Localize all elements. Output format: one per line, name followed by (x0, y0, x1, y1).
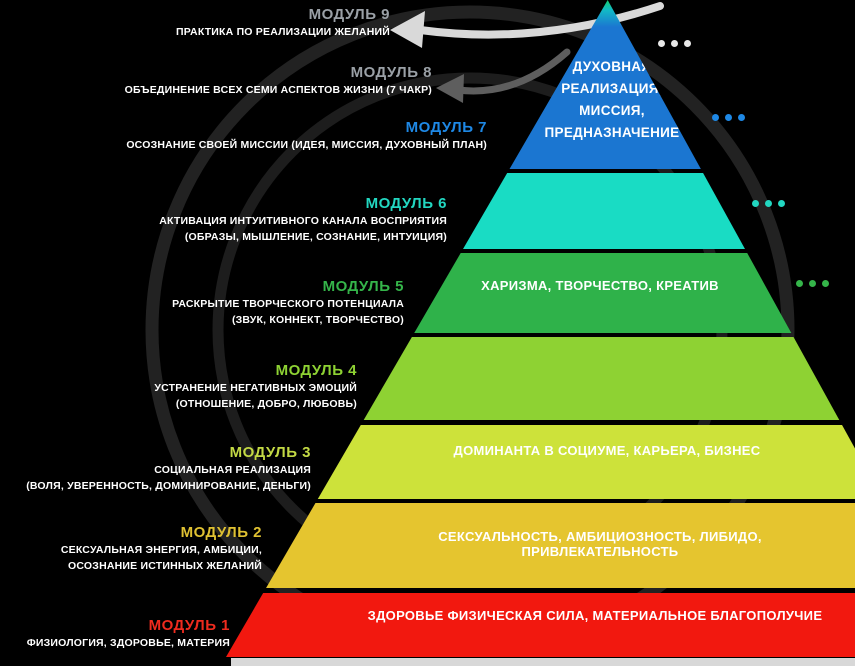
dot-icon (658, 40, 665, 47)
dot-icon (796, 280, 803, 287)
dot-icon (684, 40, 691, 47)
dot-icon (725, 114, 732, 121)
ellipsis-dots-blue (712, 114, 745, 121)
module-6-desc: АКТИВАЦИЯ ИНТУИТИВНОГО КАНАЛА ВОСПРИЯТИЯ… (159, 215, 447, 243)
dot-icon (752, 200, 759, 207)
module-3-title: МОДУЛЬ 3 (229, 444, 311, 461)
dot-icon (671, 40, 678, 47)
module-1-desc: ФИЗИОЛОГИЯ, ЗДОРОВЬЕ, МАТЕРИЯ (26, 637, 230, 649)
white-arrow-head-icon (390, 11, 425, 48)
ellipsis-dots-green (796, 280, 829, 287)
gray-arrow-head-icon (436, 74, 464, 103)
module-3-desc: СОЦИАЛЬНАЯ РЕАЛИЗАЦИЯ (ВОЛЯ, УВЕРЕННОСТЬ… (26, 464, 311, 492)
white-curved-arrow-tail (416, 2, 664, 39)
module-6-title: МОДУЛЬ 6 (365, 195, 447, 212)
dot-icon (765, 200, 772, 207)
module-4-title: МОДУЛЬ 4 (275, 362, 357, 379)
module-2-desc: СЕКСУАЛЬНАЯ ЭНЕРГИЯ, АМБИЦИИ, ОСОЗНАНИЕ … (60, 544, 262, 572)
module-4-desc: УСТРАНЕНИЕ НЕГАТИВНЫХ ЭМОЦИЙ (ОТНОШЕНИЕ,… (154, 382, 357, 410)
pyramid-band-7 (226, 593, 855, 657)
module-9-title: МОДУЛЬ 9 (308, 6, 390, 23)
module-7: МОДУЛЬ 7 ОСОЗНАНИЕ СВОЕЙ МИССИИ (ИДЕЯ, М… (126, 119, 487, 154)
module-9-desc: ПРАКТИКА ПО РЕАЛИЗАЦИИ ЖЕЛАНИЙ (176, 26, 390, 38)
module-8-title: МОДУЛЬ 8 (350, 64, 432, 81)
module-2: МОДУЛЬ 2 СЕКСУАЛЬНАЯ ЭНЕРГИЯ, АМБИЦИИ, О… (61, 524, 262, 575)
pyramid-band-1-label: ДУХОВНАЯ РЕАЛИЗАЦИЯ, МИССИЯ, ПРЕДНАЗНАЧЕ… (544, 59, 680, 140)
ellipsis-dots-teal (752, 200, 785, 207)
module-7-title: МОДУЛЬ 7 (405, 119, 487, 136)
pyramid-band-5-label: ДОМИНАНТА В СОЦИУМЕ, КАРЬЕРА, БИЗНЕС (453, 443, 761, 458)
module-8-desc: ОБЪЕДИНЕНИЕ ВСЕХ СЕМИ АСПЕКТОВ ЖИЗНИ (7 … (124, 84, 432, 96)
module-1-title: МОДУЛЬ 1 (148, 617, 230, 634)
gray-curved-arrow-tail (454, 48, 571, 95)
module-5: МОДУЛЬ 5 РАСКРЫТИЕ ТВОРЧЕСКОГО ПОТЕНЦИАЛ… (172, 278, 404, 329)
dot-icon (712, 114, 719, 121)
module-4: МОДУЛЬ 4 УСТРАНЕНИЕ НЕГАТИВНЫХ ЭМОЦИЙ (О… (154, 362, 357, 413)
pyramid-band-7-label: ЗДОРОВЬЕ ФИЗИЧЕСКАЯ СИЛА, МАТЕРИАЛЬНОЕ Б… (367, 608, 823, 623)
dot-icon (738, 114, 745, 121)
dot-icon (778, 200, 785, 207)
module-3: МОДУЛЬ 3 СОЦИАЛЬНАЯ РЕАЛИЗАЦИЯ (ВОЛЯ, УВ… (26, 444, 311, 495)
dot-icon (822, 280, 829, 287)
module-6: МОДУЛЬ 6 АКТИВАЦИЯ ИНТУИТИВНОГО КАНАЛА В… (159, 195, 447, 246)
ellipsis-dots-white (658, 40, 691, 47)
module-5-desc: РАСКРЫТИЕ ТВОРЧЕСКОГО ПОТЕНЦИАЛА (ЗВУК, … (172, 298, 404, 326)
pyramid-band-6-label: СЕКСУАЛЬНОСТЬ, АМБИЦИОЗНОСТЬ, ЛИБИДО, ПР… (438, 529, 762, 559)
module-1: МОДУЛЬ 1 ФИЗИОЛОГИЯ, ЗДОРОВЬЕ, МАТЕРИЯ (27, 617, 230, 652)
module-9: МОДУЛЬ 9 ПРАКТИКА ПО РЕАЛИЗАЦИИ ЖЕЛАНИЙ (176, 6, 390, 41)
module-7-desc: ОСОЗНАНИЕ СВОЕЙ МИССИИ (ИДЕЯ, МИССИЯ, ДУ… (126, 139, 487, 151)
module-5-title: МОДУЛЬ 5 (322, 278, 404, 295)
module-2-title: МОДУЛЬ 2 (180, 524, 262, 541)
dot-icon (809, 280, 816, 287)
module-8: МОДУЛЬ 8 ОБЪЕДИНЕНИЕ ВСЕХ СЕМИ АСПЕКТОВ … (125, 64, 432, 99)
pyramid-band-6 (226, 503, 855, 588)
bottom-edge-strip (231, 658, 855, 666)
pyramid-band-3-label: ХАРИЗМА, ТВОРЧЕСТВО, КРЕАТИВ (481, 278, 719, 293)
